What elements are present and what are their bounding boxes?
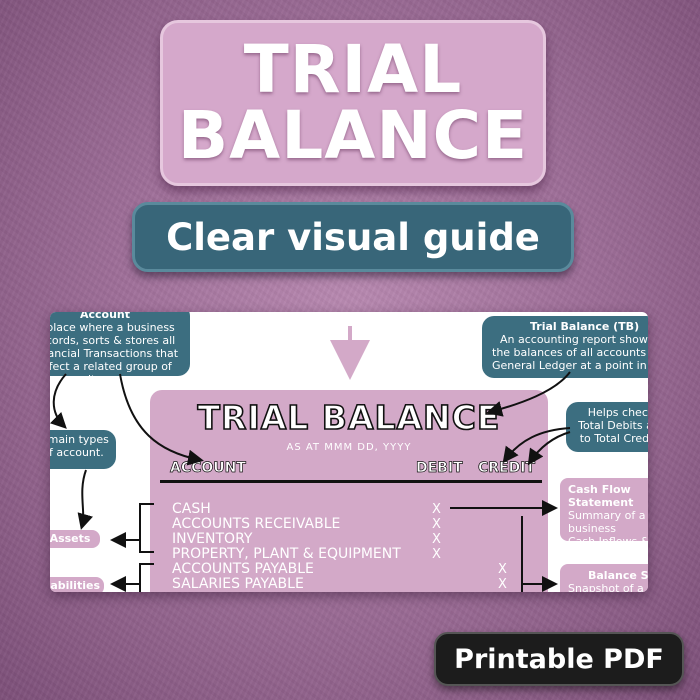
debit-mark: X <box>432 502 441 517</box>
debit-mark: X <box>432 532 441 547</box>
account-box-line: A place where a business <box>50 321 175 334</box>
card-heading: TRIAL BALANCE <box>197 397 501 438</box>
liabilities-bracket <box>139 563 154 592</box>
credit-mark: X <box>498 562 507 577</box>
types-connector <box>50 373 67 429</box>
title-card: TRIAL BALANCE <box>160 20 546 186</box>
cashflow-box-line: Cash Inflows & Outflows <box>568 535 648 561</box>
liabilities-label-text: Liabilities <box>50 579 100 592</box>
balance-sheet-box: Balance Sheet Snapshot of a business <box>560 564 648 592</box>
tb-box-line: the balances of all accounts in <box>492 346 648 359</box>
types-box-line: of account. <box>50 446 104 459</box>
balance-box-heading: Balance Sheet <box>588 569 648 582</box>
tb-box-line: General Ledger at a point in time <box>492 359 648 372</box>
account-row-name: ACCOUNTS PAYABLE <box>172 561 314 577</box>
document-preview: Account A place where a business records… <box>50 312 648 592</box>
account-row-name: ACCOUNTS RECEIVABLE <box>172 516 341 532</box>
cashflow-box-heading: Cash Flow Statement <box>568 483 634 509</box>
trial-balance-card: TRIAL BALANCE AS AT MMM DD, YYYY ACCOUNT… <box>150 390 548 592</box>
tb-box-line: An accounting report showing <box>500 333 648 346</box>
account-definition-box: Account A place where a business records… <box>50 312 190 386</box>
printable-pdf-badge: Printable PDF <box>434 632 684 686</box>
balance-box-line: Snapshot of a business <box>568 582 644 592</box>
helps-connector-1 <box>502 427 571 464</box>
trial-balance-definition-box: Trial Balance (TB) An accounting report … <box>482 316 648 378</box>
account-box-line: affect a related group of items. <box>50 360 172 386</box>
card-as-at: AS AT MMM DD, YYYY <box>286 442 412 453</box>
debit-mark: X <box>432 517 441 532</box>
assets-label-text: Assets <box>50 532 91 545</box>
debit-mark: X <box>432 547 441 562</box>
account-box-heading: Account <box>79 312 131 321</box>
connector-arrows <box>50 326 571 592</box>
account-row-name: PROPERTY, PLANT & EQUIPMENT <box>172 546 401 562</box>
title-line-2: BALANCE <box>177 97 529 174</box>
col-debit-header: DEBIT <box>416 460 463 477</box>
credit-mark: X <box>498 577 507 592</box>
helps-check-box: Helps check Total Debits are to Total Cr… <box>566 402 648 452</box>
assets-label: Assets <box>50 530 100 548</box>
helps-box-line: to Total Credits <box>579 432 648 445</box>
account-box-line: Financial Transactions that <box>50 347 179 360</box>
col-credit-header: CREDIT <box>478 460 536 477</box>
assets-bracket <box>139 503 154 553</box>
header-rule <box>160 480 542 483</box>
account-row-name: SALARIES PAYABLE <box>172 576 304 592</box>
assets-connector <box>77 469 93 530</box>
account-row-name: INVENTORY <box>172 531 253 547</box>
account-types-box: 5 main types of account. <box>50 430 116 469</box>
tb-box-heading: Trial Balance (TB) <box>530 320 640 333</box>
cashflow-box-line: Summary of a business <box>568 509 646 535</box>
account-box-line: records, sorts & stores all <box>50 334 176 347</box>
account-row-name: CASH <box>172 501 211 517</box>
subtitle-pill: Clear visual guide <box>132 202 574 272</box>
helps-box-line: Helps check <box>587 406 648 419</box>
liabilities-label: Liabilities <box>50 577 104 592</box>
title-line-1: TRIAL <box>243 31 463 108</box>
account-connector <box>119 373 204 466</box>
types-box-line: 5 main types <box>50 433 109 446</box>
tb-connector <box>486 371 571 417</box>
helps-box-line: Total Debits are <box>578 419 648 432</box>
helps-connector-2 <box>527 431 571 466</box>
